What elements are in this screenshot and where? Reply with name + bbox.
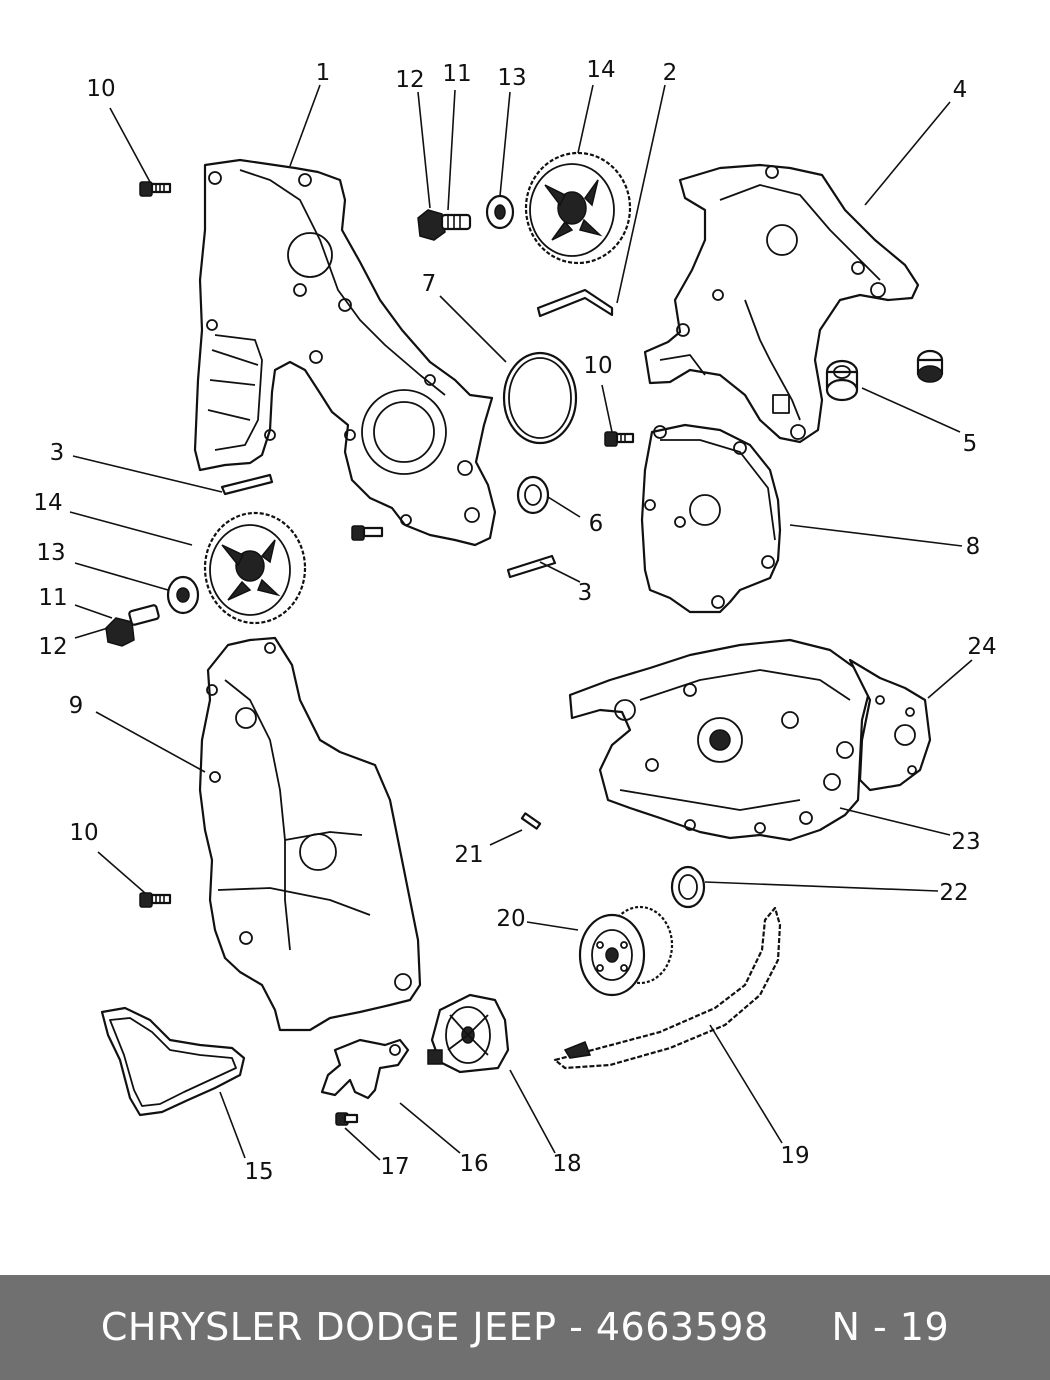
footer-banner: CHRYSLER DODGE JEEP - 4663598 N - 19 [0, 1275, 1050, 1380]
callout-13-lower: 13 [36, 540, 65, 566]
callout-10-lower: 10 [69, 820, 98, 846]
part-washer-lower [166, 575, 200, 615]
part-gasket-15 [100, 1006, 246, 1117]
part-bolt-10-middle [604, 431, 635, 447]
callout-3-right: 3 [578, 580, 593, 606]
part-camshaft-bolt-upper [417, 209, 472, 241]
part-key-3-left [220, 473, 274, 496]
callout-22: 22 [939, 880, 968, 906]
callout-7: 7 [422, 271, 437, 297]
callout-11-upper: 11 [442, 61, 471, 87]
part-camshaft-sprocket-lower [203, 511, 307, 625]
callout-14-lower: 14 [33, 490, 62, 516]
callout-20: 20 [496, 906, 525, 932]
part-front-timing-cover-9 [198, 636, 422, 1032]
callout-2: 2 [663, 60, 678, 86]
part-bolt-10-upper [139, 181, 172, 197]
callout-23: 23 [951, 829, 980, 855]
part-bushing-5-left [825, 359, 859, 402]
part-bolt-17 [335, 1112, 359, 1126]
part-crankshaft-sprocket-20 [578, 905, 674, 997]
callout-14-upper: 14 [586, 57, 615, 83]
part-mounting-bracket-4 [643, 163, 920, 444]
part-camshaft-bolt-lower [105, 604, 160, 647]
callout-6: 6 [589, 511, 604, 537]
callout-labels: 1 2 3 3 4 5 6 7 8 9 10 10 10 11 11 12 12… [33, 57, 996, 1185]
part-number-caption: CHRYSLER DODGE JEEP - 4663598 N - 19 [100, 1305, 950, 1349]
callout-13-upper: 13 [497, 65, 526, 91]
part-o-ring-7 [502, 351, 578, 445]
callout-9: 9 [69, 693, 84, 719]
part-pin-21 [520, 812, 542, 830]
callout-21: 21 [454, 842, 483, 868]
callout-18: 18 [552, 1151, 581, 1177]
part-seal-22 [670, 865, 706, 909]
callout-10-upper: 10 [86, 76, 115, 102]
part-camshaft-sprocket-upper [524, 151, 632, 265]
part-key-2 [536, 288, 614, 318]
callout-15: 15 [244, 1159, 273, 1185]
part-rear-timing-cover [193, 158, 497, 547]
leader-lines [69, 84, 973, 1161]
exploded-parts-diagram: 1 2 3 3 4 5 6 7 8 9 10 10 10 11 11 12 12… [33, 57, 996, 1185]
part-bushing-5-right [916, 349, 944, 383]
callout-4: 4 [953, 77, 968, 103]
callout-5: 5 [963, 431, 978, 457]
callout-16: 16 [459, 1151, 488, 1177]
callout-8: 8 [966, 534, 981, 560]
callout-10-middle: 10 [583, 353, 612, 379]
part-cover-8 [640, 423, 782, 614]
part-tensioner-arm-16 [320, 1038, 410, 1100]
part-bolt-loose [351, 525, 384, 541]
callout-12-upper: 12 [395, 67, 424, 93]
part-bolt-10-lower [139, 892, 172, 908]
part-oil-pump-housing-23 [568, 638, 872, 842]
callout-11-lower: 11 [38, 585, 67, 611]
callout-1: 1 [316, 60, 331, 86]
part-seal-6 [516, 475, 550, 515]
part-timing-belt-19 [553, 906, 782, 1070]
callout-24: 24 [967, 634, 996, 660]
callout-17: 17 [380, 1154, 409, 1180]
part-gasket-24 [848, 658, 932, 792]
callout-19: 19 [780, 1143, 809, 1169]
part-washer-upper [485, 194, 515, 230]
callout-3-left: 3 [50, 440, 65, 466]
part-tensioner-pulley-18 [427, 993, 510, 1074]
part-key-3-right [506, 554, 557, 579]
callout-12-lower: 12 [38, 634, 67, 660]
